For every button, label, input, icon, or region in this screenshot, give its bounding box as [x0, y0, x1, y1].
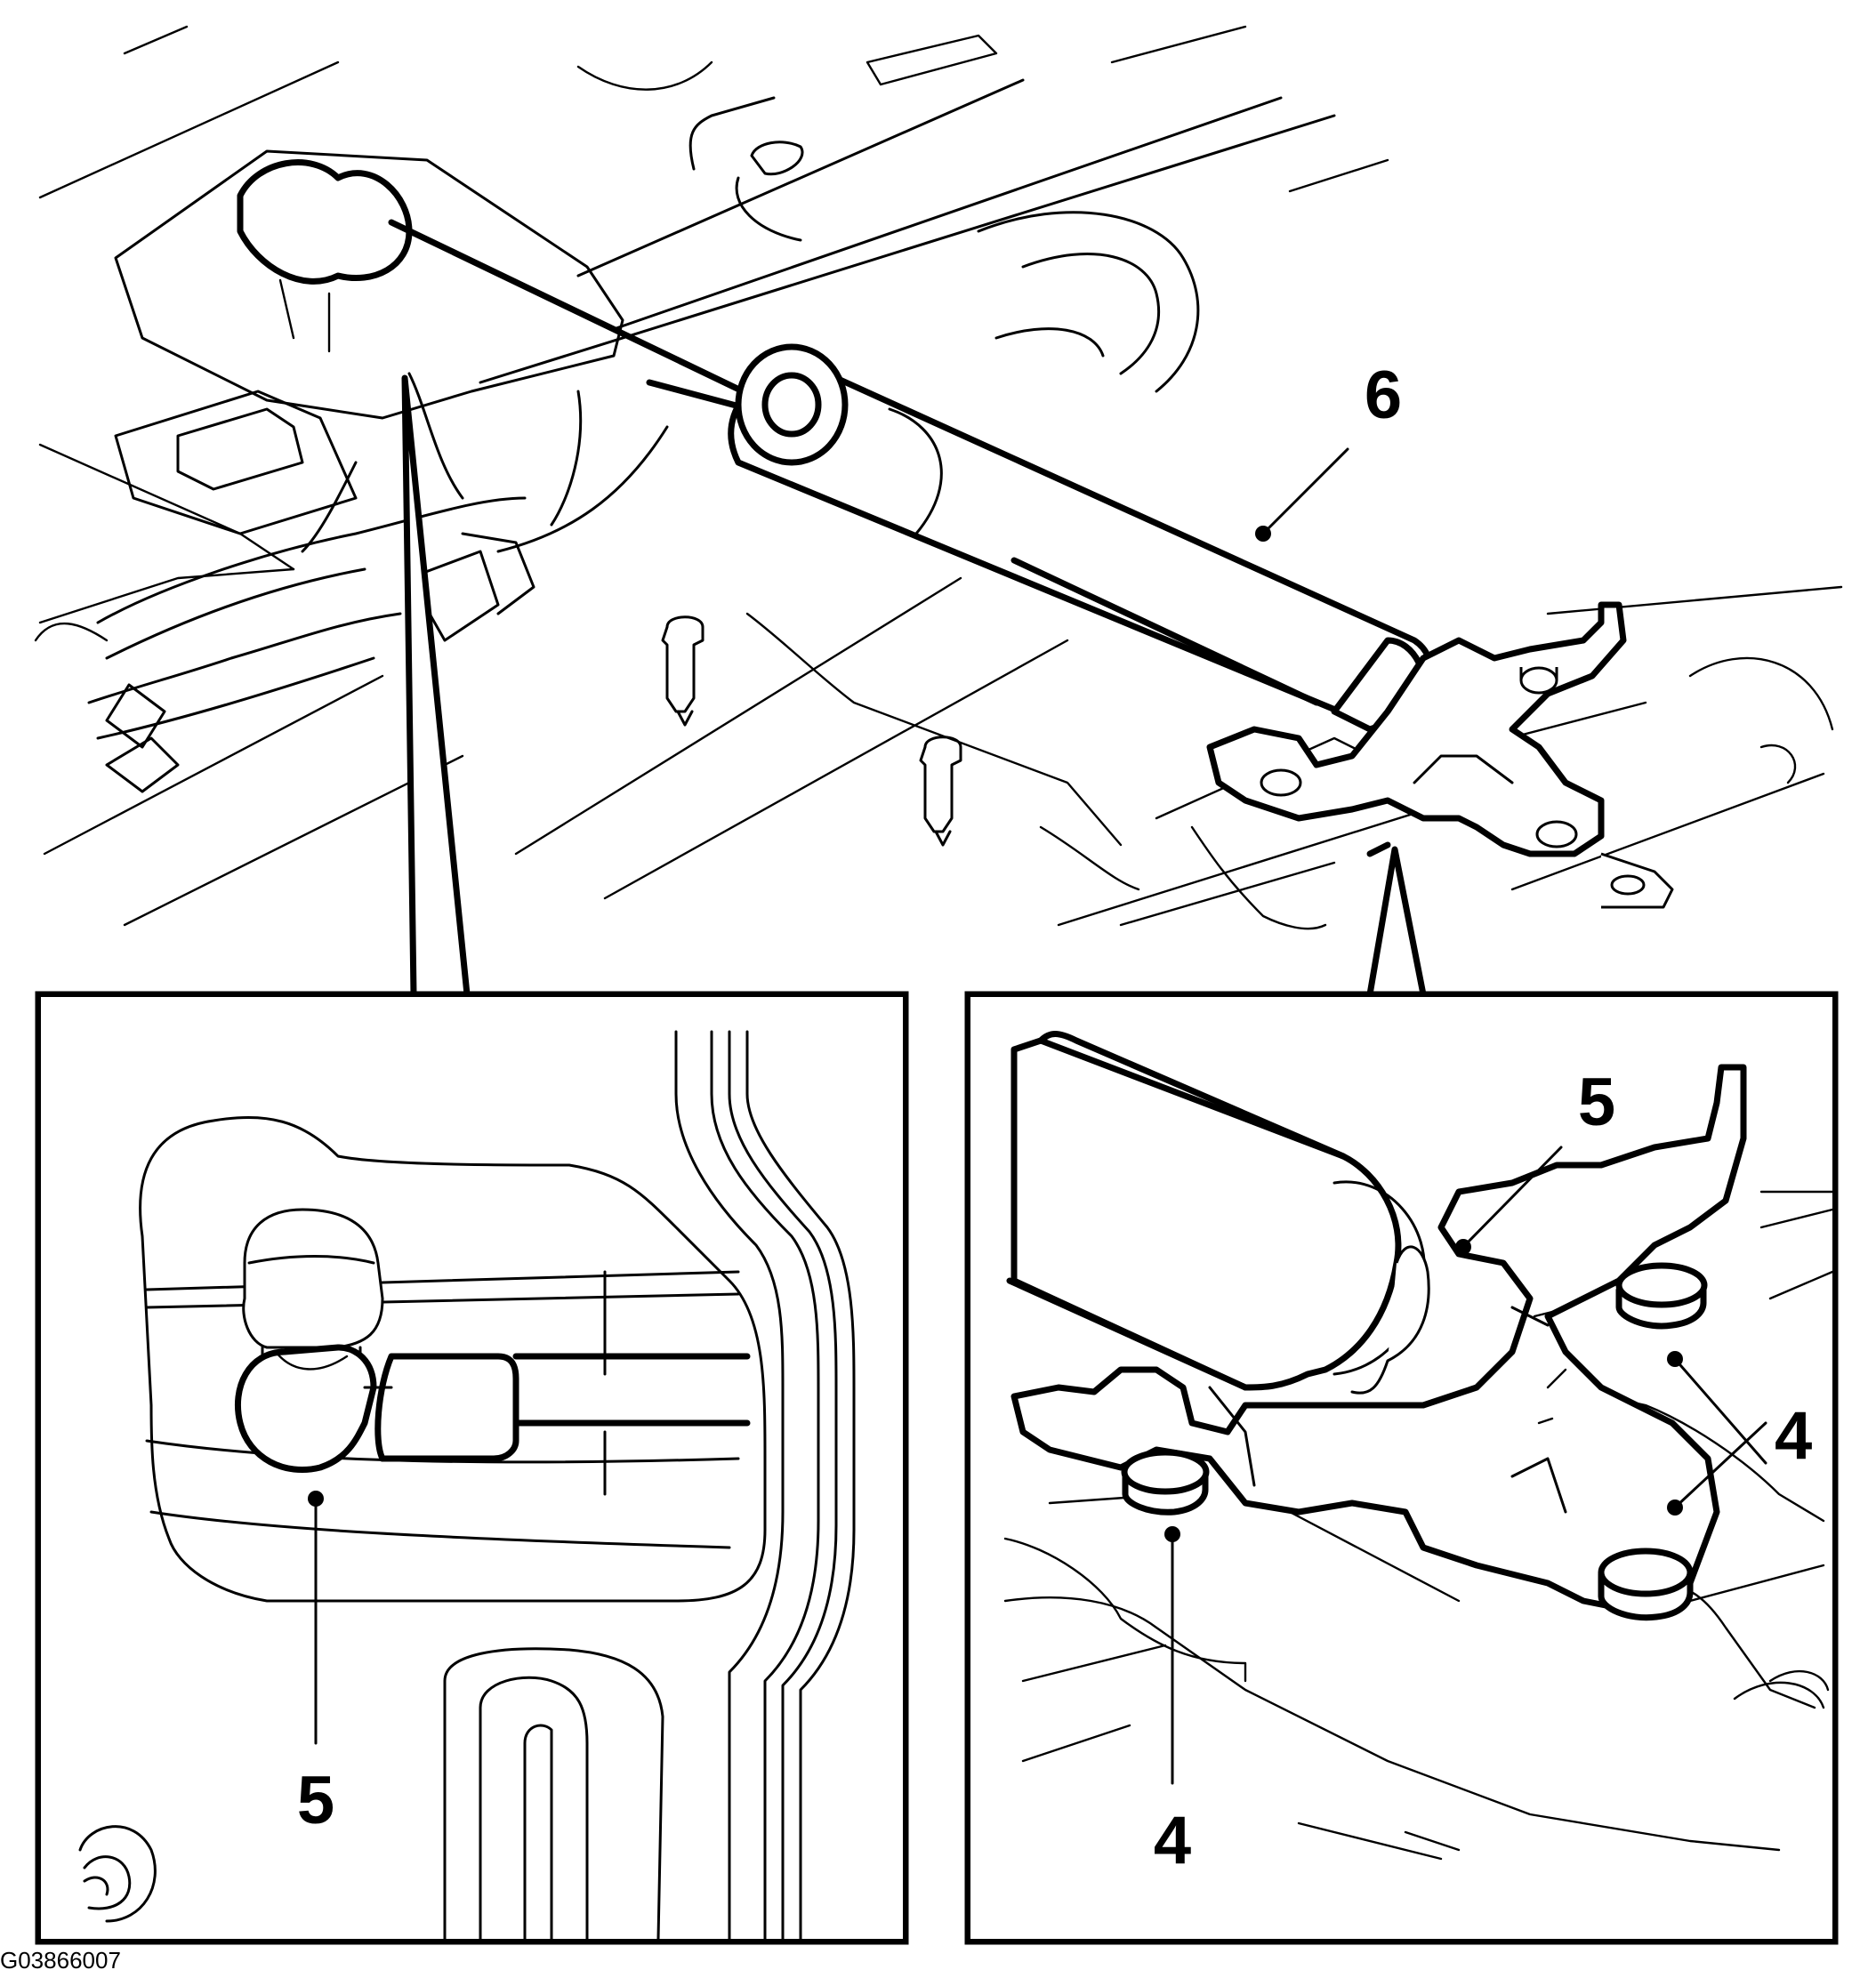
bolt-lower-right [1598, 1548, 1694, 1621]
callout-4-right-label: 4 [1775, 1398, 1812, 1474]
left-inset [35, 991, 909, 1945]
callout-6-label: 6 [1365, 358, 1402, 433]
callout-5-right-dot [1455, 1239, 1471, 1255]
callout-4-lower-dot [1164, 1526, 1180, 1542]
callout-5-left-label: 5 [297, 1763, 334, 1838]
callout-5-left-dot [308, 1491, 324, 1507]
callout-4-lower: 4 [1154, 1526, 1191, 1878]
figure-id: G03866007 [0, 1947, 121, 1974]
callout-5-left: 5 [297, 1491, 334, 1838]
bolt-left [1121, 1449, 1210, 1516]
gas-strut [646, 343, 1434, 733]
floor-panel [745, 612, 1647, 930]
push-pin-left [661, 615, 705, 727]
callout-4-right-dot-upper [1667, 1351, 1683, 1367]
strut-lower-bracket [1206, 601, 1674, 909]
callout-6-dot [1255, 526, 1271, 542]
push-pin-right [919, 736, 962, 847]
right-inset [964, 991, 1839, 1945]
upper-rail [114, 78, 1336, 420]
strut-upper-ball-joint [237, 159, 857, 448]
hose [977, 211, 1200, 393]
bolt-upper-right [1615, 1262, 1708, 1330]
callout-4-lower-label: 4 [1154, 1803, 1191, 1878]
callout-5-right-label: 5 [1578, 1065, 1615, 1140]
callout-4-right-dot-lower [1667, 1500, 1683, 1516]
callout-6: 6 [1255, 358, 1402, 542]
inset-pointer-left [401, 374, 471, 998]
wiring-harness [87, 372, 669, 793]
callout-4-right: 4 [1667, 1351, 1812, 1516]
inset-pointer-right [1366, 846, 1427, 998]
callout-5-right: 5 [1455, 1065, 1615, 1255]
trim-tab [114, 390, 358, 535]
main-view [34, 25, 1843, 930]
